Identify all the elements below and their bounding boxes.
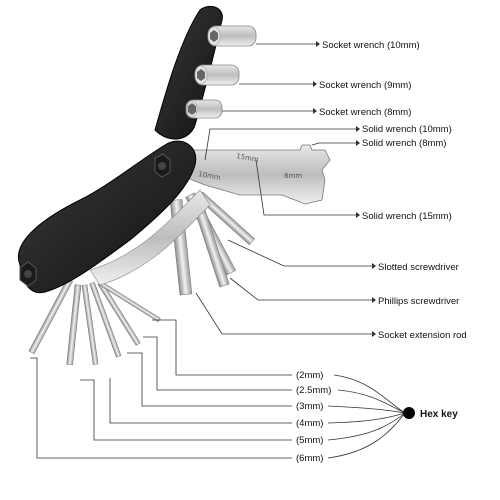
hex-keys <box>28 278 161 366</box>
hex-key-hub-dot <box>403 407 415 419</box>
hex-leaders <box>30 319 406 459</box>
bolt-upper <box>154 153 171 178</box>
socket-9mm <box>194 64 240 86</box>
tool-body <box>17 5 223 294</box>
label-hex-4mm: (4mm) <box>296 418 323 429</box>
label-slotted-screwdriver: Slotted screwdriver <box>378 262 459 273</box>
label-solid-10mm: Solid wrench (10mm) <box>362 124 452 135</box>
label-hex-6mm: (6mm) <box>296 453 323 464</box>
solid-wrench-blade: 15mm 10mm 8mm <box>179 144 331 205</box>
label-solid-8mm: Solid wrench (8mm) <box>362 138 446 149</box>
label-phillips-screwdriver: Phillips screwdriver <box>378 296 459 307</box>
label-hex-2mm: (2mm) <box>296 370 323 381</box>
leader-solid-8mm <box>311 142 356 146</box>
label-socket-8mm: Socket wrench (8mm) <box>319 107 411 118</box>
label-socket-10mm: Socket wrench (10mm) <box>322 40 420 51</box>
label-hex-key: Hex key <box>420 409 458 420</box>
socket-8mm <box>185 99 223 119</box>
label-hex-5mm: (5mm) <box>296 435 323 446</box>
stamp-8mm: 8mm <box>284 172 302 180</box>
leader-solid-15mm <box>255 159 356 216</box>
leader-phillips <box>229 277 372 301</box>
label-hex-2-5mm: (2.5mm) <box>296 385 331 396</box>
leader-solid-10mm <box>204 128 356 161</box>
bolt-lower <box>19 261 37 287</box>
label-solid-15mm: Solid wrench (15mm) <box>362 211 452 222</box>
leader-extension <box>195 292 372 335</box>
label-socket-extension-rod: Socket extension rod <box>378 330 467 341</box>
label-socket-9mm: Socket wrench (9mm) <box>319 80 411 91</box>
hex-key-2mm <box>98 280 161 323</box>
hex-key-4mm <box>81 284 99 365</box>
socket-10mm <box>207 25 257 47</box>
hex-key-5mm <box>66 284 82 366</box>
leader-endpoints <box>313 41 376 337</box>
tool-back-plate <box>89 189 211 286</box>
hex-key-3mm <box>89 281 122 358</box>
leader-slotted <box>227 239 372 267</box>
stamp-10mm: 10mm <box>198 170 222 182</box>
label-hex-3mm: (3mm) <box>296 401 323 412</box>
stamp-15mm: 15mm <box>236 152 260 164</box>
